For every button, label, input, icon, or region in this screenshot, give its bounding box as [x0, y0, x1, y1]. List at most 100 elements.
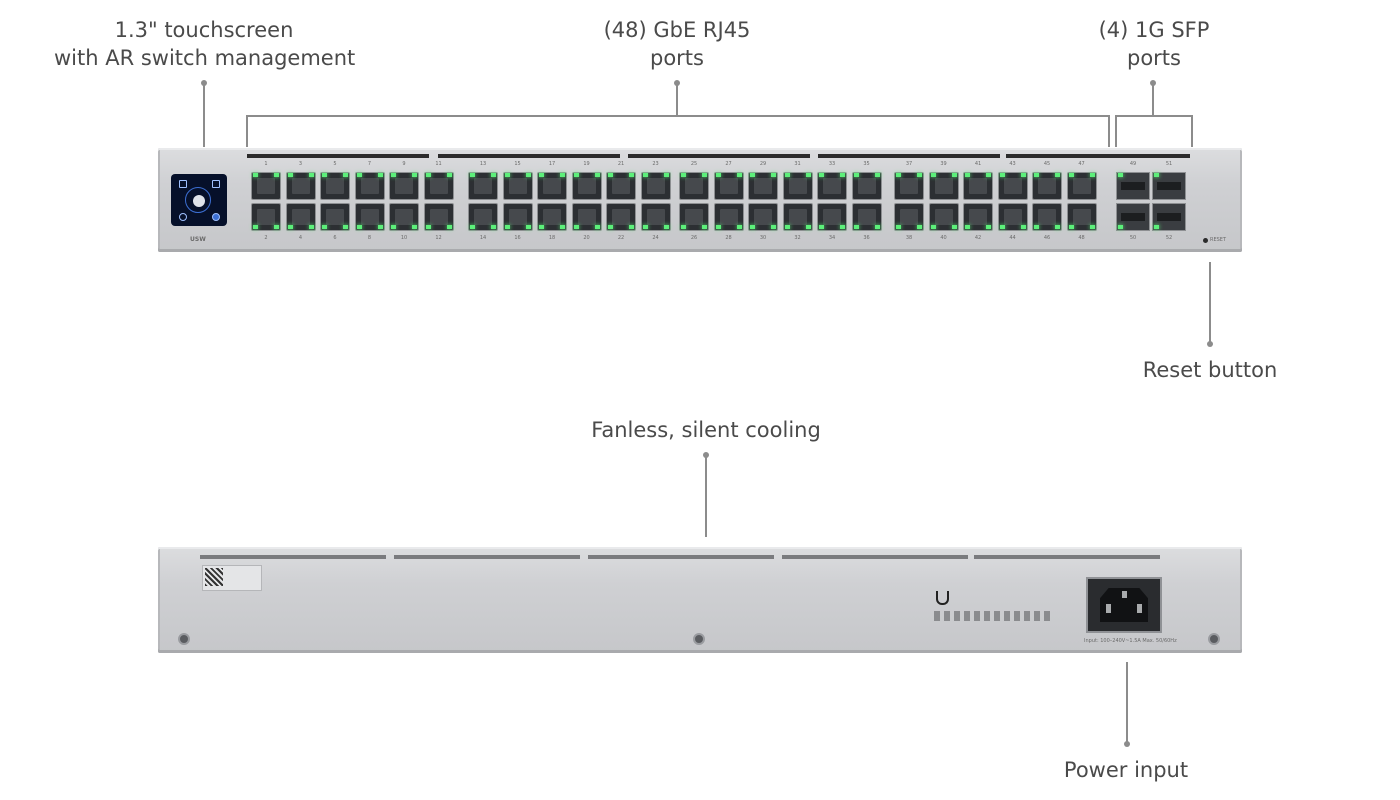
port-number-label: 1 [264, 161, 268, 167]
port-number-label: 9 [402, 161, 406, 167]
rj45-port[interactable] [817, 203, 847, 231]
port-number-label: 5 [333, 161, 337, 167]
port-led [525, 225, 531, 229]
reset-button[interactable] [1203, 238, 1208, 243]
power-pin-ground [1122, 591, 1127, 598]
port-number-label: 32 [794, 235, 801, 241]
port-number-label: 29 [759, 161, 767, 167]
port-led [253, 173, 258, 177]
port-number-label: 43 [1009, 161, 1016, 167]
power-rating-label: Input: 100–240V~1.5A Max. 50/60Hz [1084, 638, 1177, 644]
touchscreen-callout: 1.3" touchscreen with AR switch manageme… [54, 16, 355, 72]
port-number-label: 22 [617, 235, 625, 241]
port-led [594, 173, 600, 177]
port-led [1020, 173, 1026, 177]
port-number-label: 16 [514, 235, 521, 241]
sfp-number-label: 49 [1129, 161, 1137, 167]
reset-label: RESET [1210, 237, 1227, 243]
sfp-number-label: 50 [1129, 235, 1137, 241]
port-led [343, 173, 348, 177]
port-led [470, 225, 475, 229]
screen-center-knob [193, 195, 205, 207]
port-led [930, 225, 936, 229]
port-number-label: 31 [794, 161, 801, 167]
cooling-callout: Fanless, silent cooling [591, 418, 821, 442]
sfp-number-label: 51 [1165, 161, 1173, 167]
port-led [412, 173, 417, 177]
screen-ring [185, 187, 211, 213]
port-led [594, 225, 600, 229]
port-number-label: 11 [435, 161, 442, 167]
port-led [663, 225, 669, 229]
port-number-label: 39 [940, 161, 947, 167]
port-led [999, 225, 1005, 229]
port-led [819, 173, 824, 177]
port-group-bar [1006, 154, 1190, 158]
reset-callout: Reset button [1142, 358, 1278, 382]
port-led [539, 225, 544, 229]
port-led [986, 173, 991, 177]
port-led [840, 173, 845, 177]
port-led [287, 225, 293, 229]
port-led [560, 173, 565, 177]
port-led [681, 173, 686, 177]
port-led [560, 225, 565, 229]
sfp-port[interactable] [1152, 203, 1186, 231]
port-led [917, 173, 922, 177]
port-led [1089, 173, 1095, 177]
port-led [608, 225, 613, 229]
port-number-label: 40 [940, 235, 947, 241]
sfp-led [1118, 173, 1123, 177]
sfp-callout: (4) 1G SFP ports [1074, 16, 1234, 72]
port-led [771, 173, 776, 177]
port-number-label: 27 [725, 161, 732, 167]
port-number-label: 3 [298, 161, 303, 167]
port-number-label: 14 [479, 235, 487, 241]
ubiquiti-logo-icon [936, 591, 949, 605]
sfp-leader-line [1152, 83, 1154, 117]
port-number-label: 8 [367, 235, 372, 241]
port-number-label: 35 [863, 161, 870, 167]
port-led [715, 225, 721, 229]
port-number-label: 45 [1043, 161, 1051, 167]
rj45-port[interactable] [354, 172, 385, 200]
port-led [1055, 225, 1060, 229]
sfp-led [1154, 173, 1159, 177]
port-led [504, 173, 510, 177]
port-number-label: 21 [617, 161, 625, 167]
port-led [391, 225, 396, 229]
port-number-label: 15 [514, 161, 521, 167]
port-number-label: 38 [905, 235, 913, 241]
port-group-bar [818, 154, 1000, 158]
rj45-port[interactable] [1066, 203, 1097, 231]
port-led [391, 173, 396, 177]
port-led [784, 173, 790, 177]
port-led [999, 173, 1005, 177]
port-led [504, 225, 510, 229]
port-number-label: 4 [298, 235, 303, 241]
port-led [965, 173, 970, 177]
port-number-label: 17 [548, 161, 556, 167]
sfp-callout-line2: ports [1127, 46, 1181, 70]
touchscreen-display [171, 174, 227, 226]
rj45-callout-line1: (48) GbE RJ45 [603, 18, 751, 42]
port-number-label: 23 [652, 161, 659, 167]
port-led [965, 225, 970, 229]
port-led [274, 225, 279, 229]
port-number-label: 20 [583, 235, 590, 241]
port-led [356, 173, 362, 177]
port-led [736, 173, 742, 177]
port-led [784, 225, 790, 229]
port-number-label: 42 [974, 235, 982, 241]
port-led [805, 225, 811, 229]
port-led [539, 173, 544, 177]
port-led [287, 173, 293, 177]
port-led [917, 225, 922, 229]
port-led [642, 173, 648, 177]
vent-slot [782, 555, 968, 559]
port-number-label: 48 [1078, 235, 1085, 241]
power-inlet[interactable] [1086, 577, 1162, 633]
port-led [322, 225, 327, 229]
screen-icon-topright [212, 180, 220, 188]
